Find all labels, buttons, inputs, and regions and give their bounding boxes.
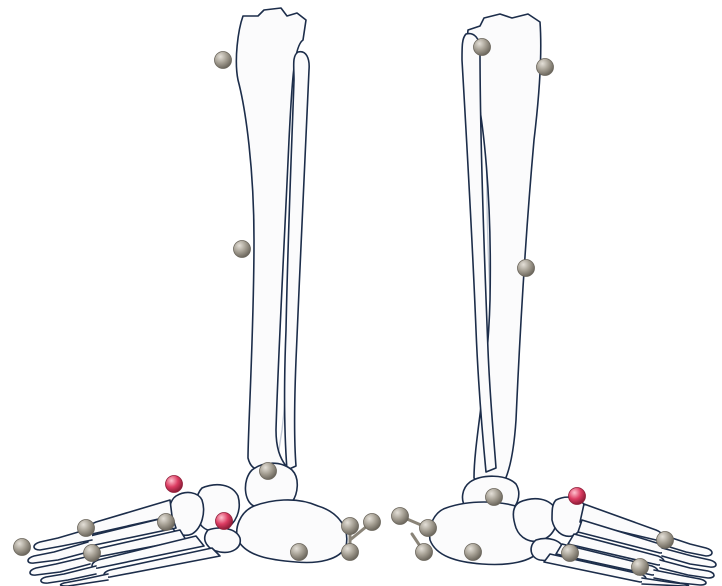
marker-lm6[interactable]: [158, 514, 175, 531]
marker-rm10[interactable]: [562, 545, 579, 562]
highlighted-marker-lm5[interactable]: [216, 513, 233, 530]
marker-lm3[interactable]: [260, 463, 277, 480]
highlighted-marker-lm4[interactable]: [166, 476, 183, 493]
marker-stems: [350, 516, 428, 552]
marker-rm4[interactable]: [486, 489, 503, 506]
right-navicular: [513, 499, 557, 542]
marker-lm13[interactable]: [291, 544, 308, 561]
marker-lm1[interactable]: [215, 52, 232, 69]
marker-lm7[interactable]: [78, 520, 95, 537]
marker-layer: [14, 39, 674, 576]
marker-lm8[interactable]: [14, 539, 31, 556]
marker-lm2[interactable]: [234, 241, 251, 258]
marker-rm9[interactable]: [465, 544, 482, 561]
marker-rm11[interactable]: [657, 532, 674, 549]
highlighted-marker-rm5[interactable]: [569, 488, 586, 505]
marker-lm12[interactable]: [342, 544, 359, 561]
marker-rm8[interactable]: [416, 544, 433, 561]
marker-rm6[interactable]: [392, 508, 409, 525]
marker-rm1[interactable]: [474, 39, 491, 56]
marker-rm2[interactable]: [537, 59, 554, 76]
marker-rm12[interactable]: [632, 559, 649, 576]
marker-rm7[interactable]: [420, 520, 437, 537]
marker-rm3[interactable]: [518, 260, 535, 277]
left-leg: [28, 8, 347, 586]
marker-lm9[interactable]: [84, 545, 101, 562]
marker-lm11[interactable]: [364, 514, 381, 531]
marker-lm10[interactable]: [342, 518, 359, 535]
